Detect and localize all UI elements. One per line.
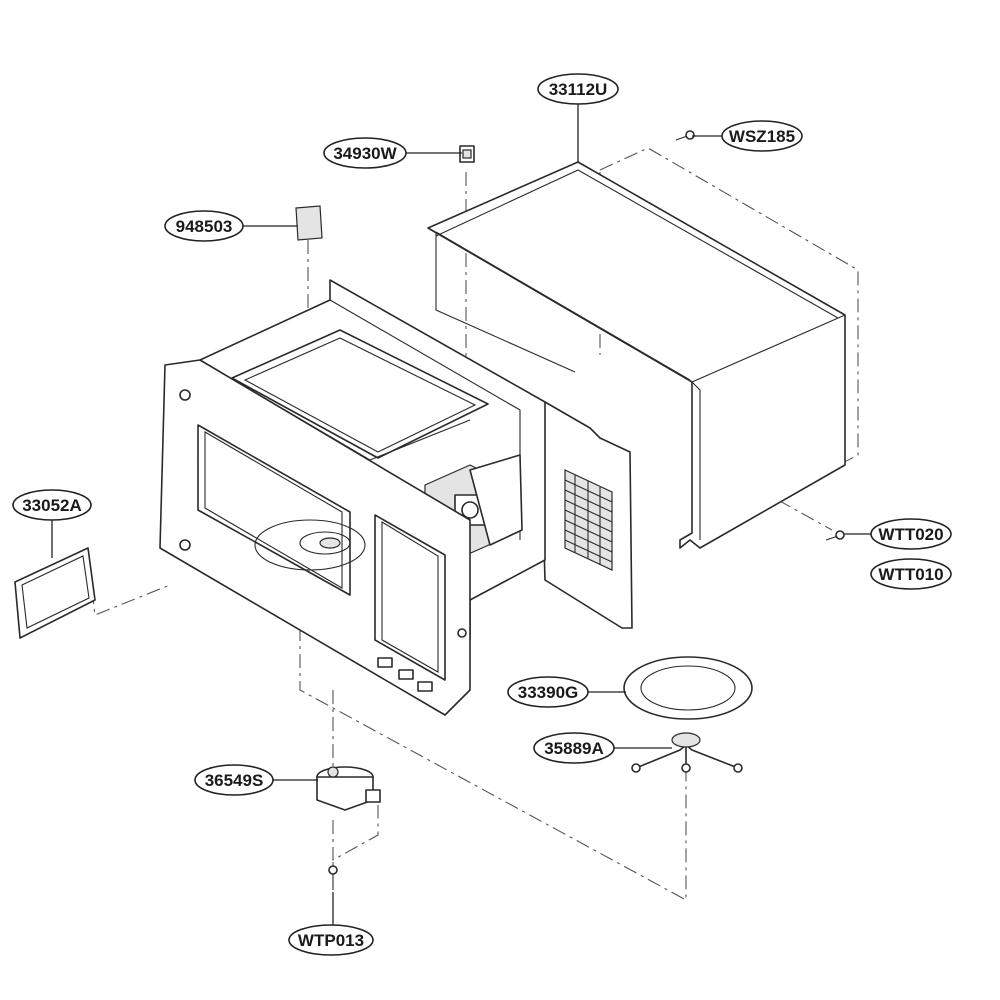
callout-screw-back-2: WTT010 — [870, 558, 952, 590]
waveguide-cover — [14, 547, 96, 639]
callout-screw-back-1: WTT020 — [870, 518, 952, 550]
callout-waveguide-cover-label: 33052A — [22, 496, 82, 515]
callout-screw-top: WSZ185 — [721, 120, 803, 152]
callout-screw-bottom: WTP013 — [288, 924, 374, 956]
callout-motor-label: 36549S — [205, 771, 264, 790]
front-frame — [159, 359, 471, 716]
callout-latch-label: 34930W — [333, 144, 397, 163]
callout-screw-top-label: WSZ185 — [729, 127, 795, 146]
screw-back — [825, 530, 845, 541]
roller-ring-support — [631, 732, 743, 773]
callout-waveguide-cover: 33052A — [12, 489, 92, 521]
callout-screw-bottom-label: WTP013 — [298, 931, 364, 950]
callout-glass-tray: 33390G — [507, 676, 589, 708]
callout-glass-tray-label: 33390G — [518, 683, 579, 702]
callout-roller-ring: 35889A — [533, 732, 615, 764]
callout-cabinet: 33112U — [537, 73, 619, 105]
callout-latch: 34930W — [323, 137, 407, 169]
callout-cover-plate: 948503 — [164, 210, 244, 242]
cover-plate — [295, 205, 323, 241]
callout-motor: 36549S — [194, 764, 274, 796]
callout-cover-plate-label: 948503 — [176, 217, 233, 236]
screw-bottom — [328, 865, 338, 890]
latch-clip — [459, 145, 475, 163]
glass-turntable-tray — [623, 656, 753, 720]
back-panel — [539, 401, 633, 629]
outer-cabinet — [427, 161, 846, 549]
callout-screw-back-1-label: WTT020 — [878, 525, 943, 544]
callout-screw-back-2-label: WTT010 — [878, 565, 943, 584]
screw-top — [675, 130, 695, 141]
callout-cabinet-label: 33112U — [549, 80, 608, 99]
callout-roller-ring-label: 35889A — [544, 739, 604, 758]
turntable-motor — [316, 766, 381, 811]
